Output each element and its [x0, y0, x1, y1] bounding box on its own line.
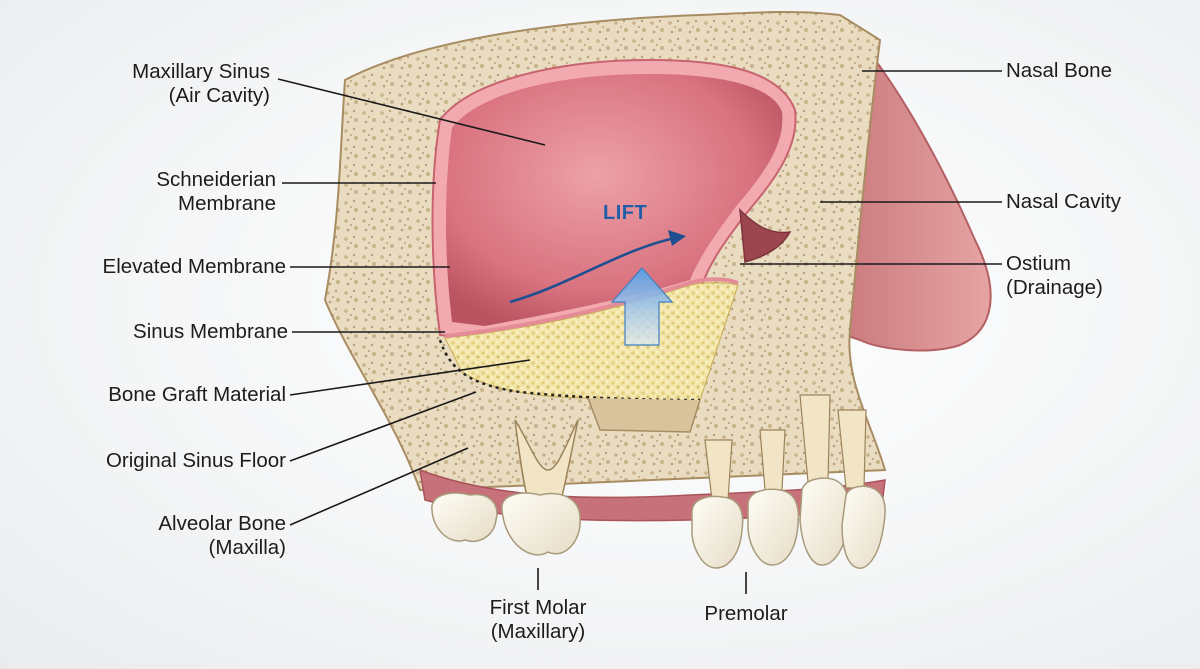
label-line: Schneiderian: [156, 168, 276, 191]
label-bone-graft-material: Bone Graft Material: [40, 383, 286, 407]
maxillary-sinus-cavity: [446, 74, 783, 326]
molar-crown-back: [431, 492, 498, 542]
label-elevated-membrane: Elevated Membrane: [40, 255, 286, 279]
premolar-crown-1: [691, 495, 744, 569]
label-original-sinus-floor: Original Sinus Floor: [40, 449, 286, 473]
first-molar-root: [514, 419, 579, 506]
label-line: (Maxilla): [208, 536, 286, 559]
label-first-molar: First Molar (Maxillary): [448, 596, 628, 644]
label-line: Premolar: [704, 602, 788, 625]
label-line: Sinus Membrane: [133, 320, 288, 343]
label-line: Alveolar Bone: [158, 512, 286, 535]
first-molar-crown: [501, 492, 581, 556]
premolar-root-1: [704, 439, 733, 501]
label-line: Nasal Bone: [1006, 59, 1112, 82]
label-line: (Air Cavity): [168, 84, 270, 107]
incisor-crown: [841, 485, 886, 569]
ostium-channel: [739, 207, 792, 263]
label-line: Maxillary Sinus: [132, 60, 270, 83]
label-nasal-bone: Nasal Bone: [1006, 59, 1186, 83]
label-alveolar-bone: Alveolar Bone (Maxilla): [60, 512, 286, 560]
label-sinus-membrane: Sinus Membrane: [60, 320, 288, 344]
label-line: First Molar: [489, 596, 587, 619]
label-maxillary-sinus: Maxillary Sinus (Air Cavity): [70, 60, 270, 108]
lift-up-arrow: [610, 267, 674, 346]
premolar-root-2: [759, 429, 786, 491]
label-premolar: Premolar: [666, 602, 826, 626]
label-line: Elevated Membrane: [102, 255, 286, 278]
incisor-root: [837, 409, 867, 489]
lift-curve-arrow: [509, 236, 676, 304]
leader-lines: [277, 70, 1002, 594]
leader-alveolar: [289, 447, 469, 526]
leader-maxillary-sinus: [277, 78, 546, 146]
alveolar-ridge: [587, 397, 701, 433]
premolar-crown-2: [747, 488, 800, 566]
leader-floor: [289, 391, 477, 462]
label-line: (Maxillary): [490, 620, 586, 643]
label-line: Membrane: [178, 192, 276, 215]
label-line: Nasal Cavity: [1006, 190, 1122, 213]
lift-curve-arrowhead: [668, 230, 686, 246]
label-schneiderian-membrane: Schneiderian Membrane: [70, 168, 276, 216]
label-line: (Drainage): [1006, 276, 1103, 299]
label-line: Bone Graft Material: [108, 383, 286, 406]
canine-crown: [799, 477, 850, 566]
label-nasal-cavity: Nasal Cavity: [1006, 190, 1186, 214]
leader-graft: [289, 359, 531, 396]
label-line: Ostium: [1006, 252, 1071, 275]
label-ostium: Ostium (Drainage): [1006, 252, 1186, 300]
label-line: Original Sinus Floor: [105, 449, 286, 472]
lift-annotation: LIFT: [603, 202, 648, 224]
